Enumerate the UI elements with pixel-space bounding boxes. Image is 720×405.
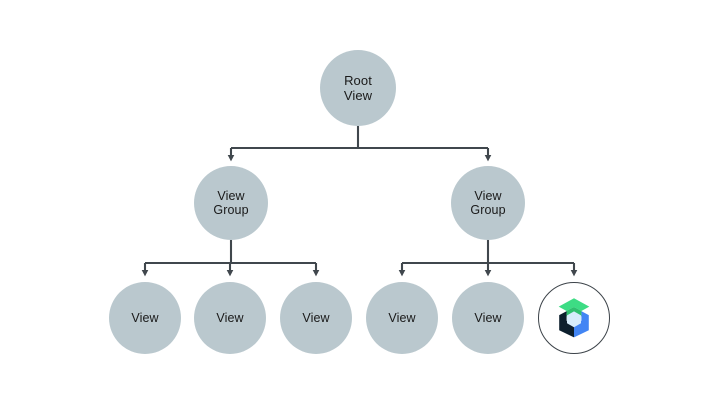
node-view-5-label: View (474, 310, 502, 325)
node-view-group-right-label: View Group (470, 188, 506, 218)
node-view-1[interactable]: View (109, 282, 181, 354)
node-view-3[interactable]: View (280, 282, 352, 354)
node-view-group-left-label: View Group (213, 188, 249, 218)
node-root-view[interactable]: Root View (320, 50, 396, 126)
node-view-1-label: View (131, 310, 159, 325)
node-view-4-label: View (388, 310, 416, 325)
node-view-2-label: View (216, 310, 244, 325)
node-compose-view[interactable] (538, 282, 610, 354)
node-view-3-label: View (302, 310, 330, 325)
node-view-group-right[interactable]: View Group (451, 166, 525, 240)
node-root-view-label: Root View (343, 73, 373, 103)
node-view-4[interactable]: View (366, 282, 438, 354)
node-view-5[interactable]: View (452, 282, 524, 354)
node-view-2[interactable]: View (194, 282, 266, 354)
node-view-group-left[interactable]: View Group (194, 166, 268, 240)
jetpack-compose-logo-icon (550, 294, 598, 342)
